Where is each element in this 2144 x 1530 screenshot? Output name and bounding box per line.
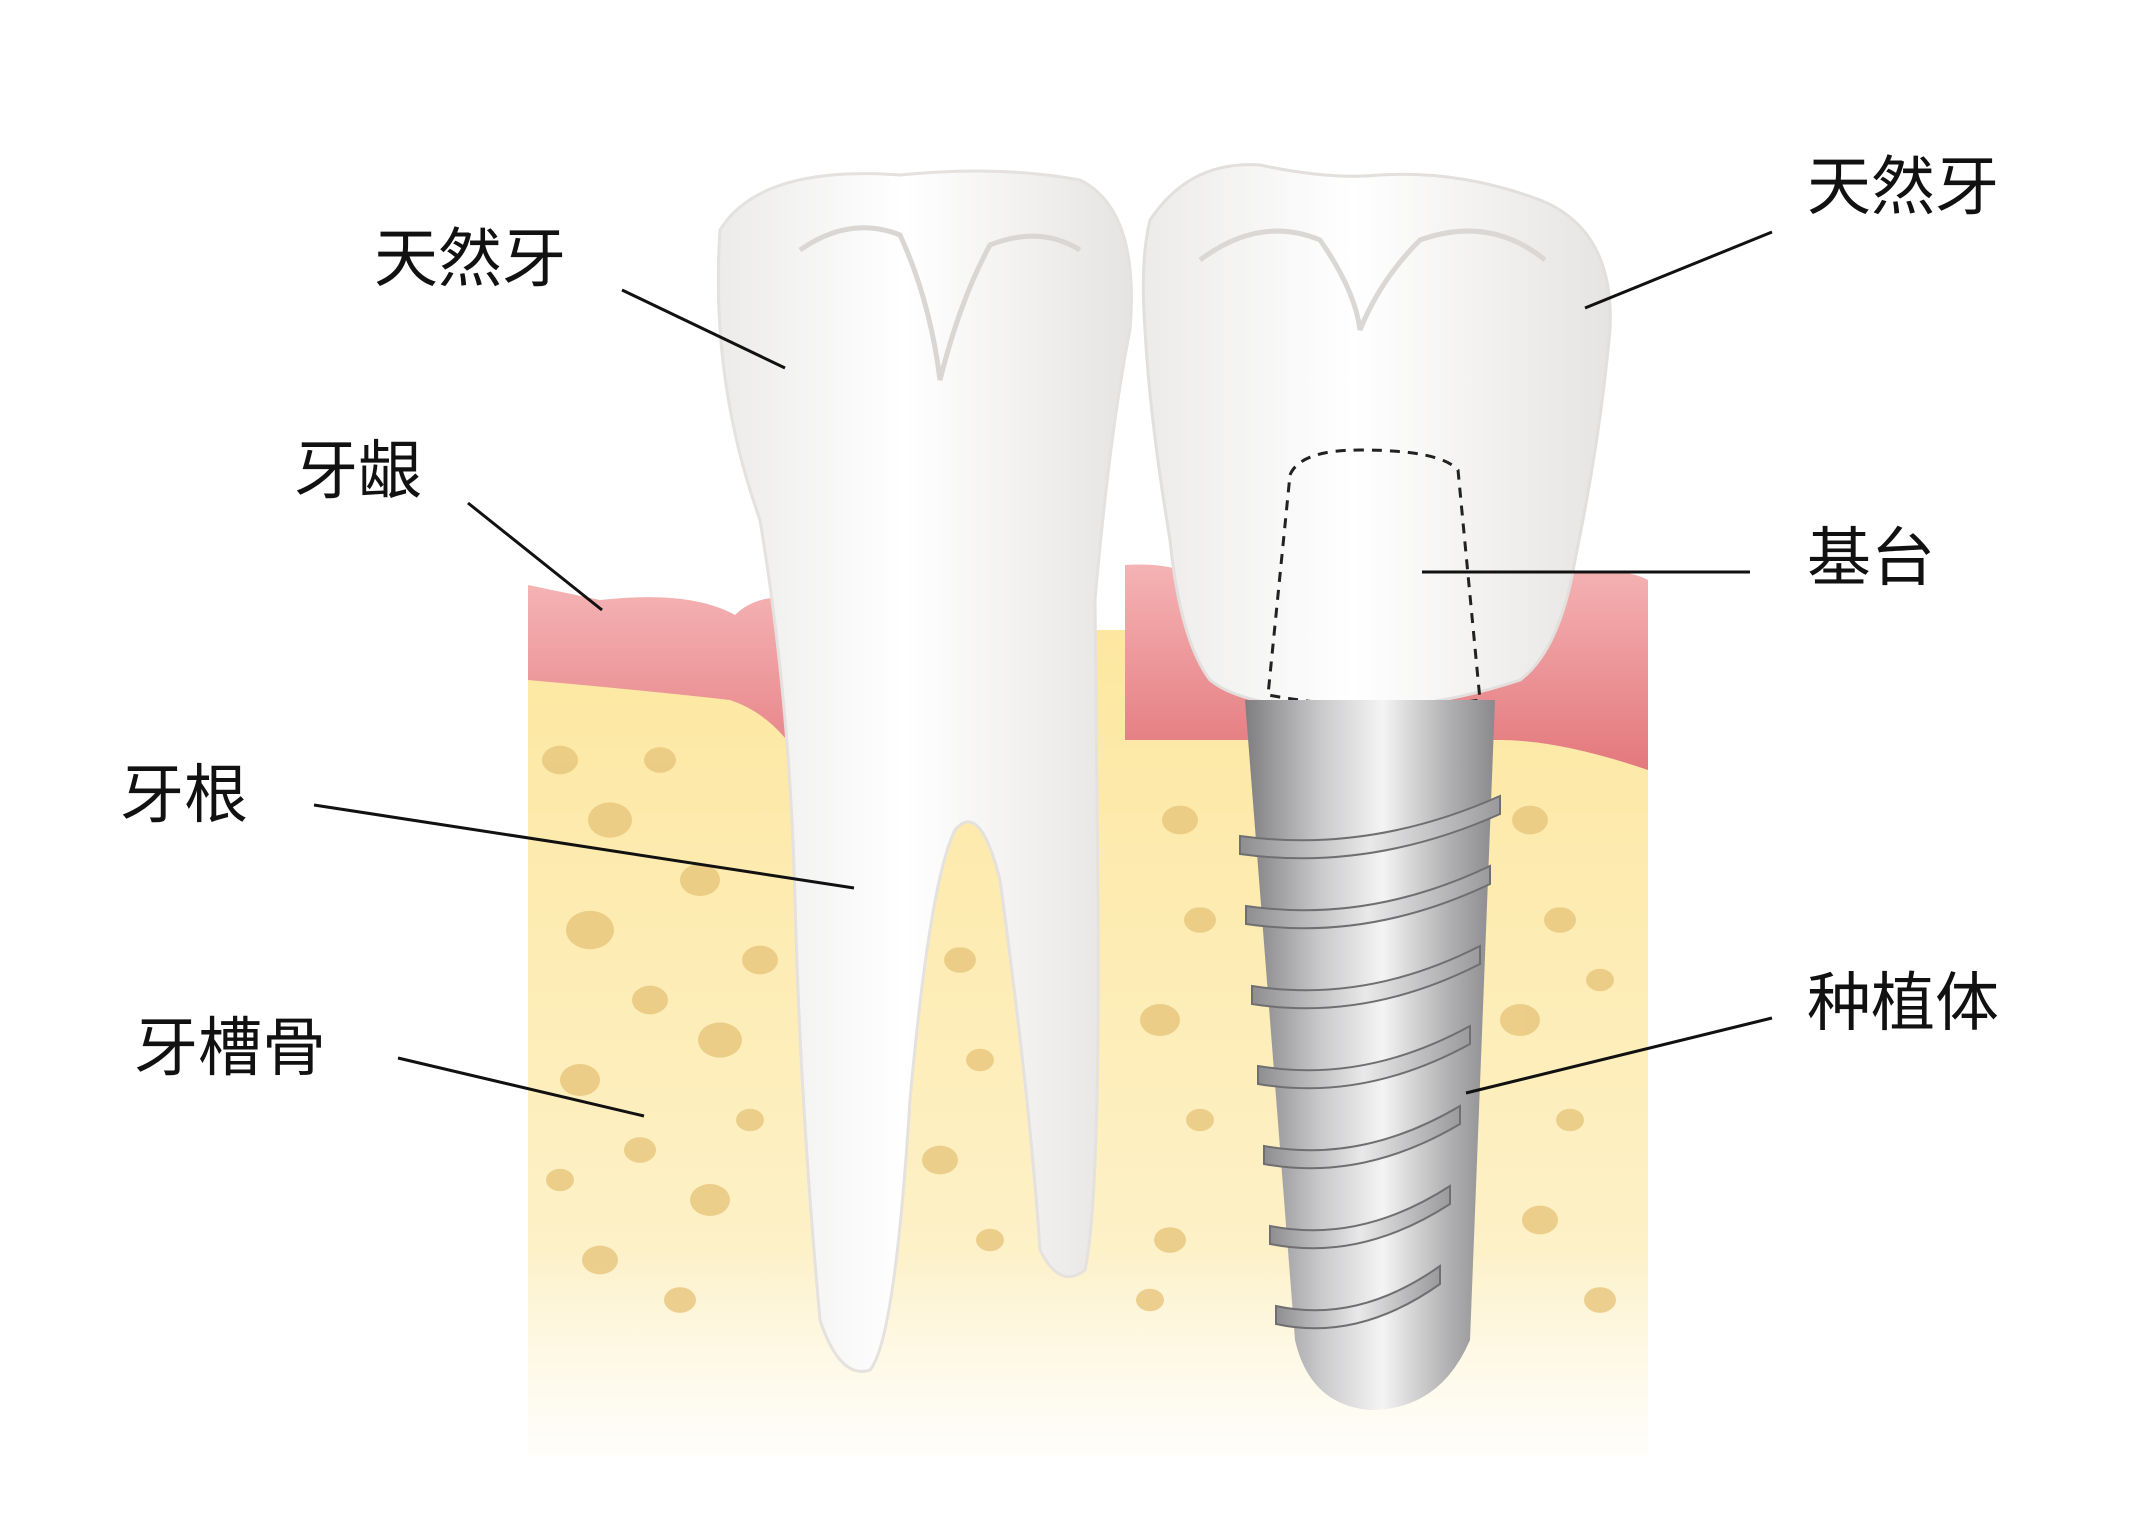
- bone-spot: [664, 1287, 696, 1313]
- bone-fade: [528, 1250, 1648, 1456]
- bone-spot: [1500, 1004, 1540, 1036]
- bone-spot: [624, 1137, 656, 1163]
- label-root: 牙根: [120, 759, 248, 833]
- bone-spot: [736, 1108, 764, 1132]
- label-implant: 种植体: [1807, 967, 1999, 1041]
- bone-spot: [588, 802, 632, 838]
- bone-spot: [742, 945, 778, 975]
- natural-tooth-right-crown: [1141, 163, 1612, 712]
- implant-thread: [1257, 1024, 1471, 1090]
- bone-spot: [582, 1245, 618, 1275]
- bone-spot: [698, 1022, 742, 1058]
- bone-spot: [944, 947, 976, 973]
- bone-spot: [566, 910, 614, 950]
- implant-thread: [1239, 794, 1501, 860]
- implant-threads: [1239, 794, 1501, 1330]
- tooth-right-fissure: [1198, 228, 1547, 340]
- leader-gum: [467, 501, 603, 612]
- implant-thread: [1269, 1184, 1451, 1250]
- bone-spot: [966, 1048, 994, 1072]
- leader-alveolar-bone: [397, 1056, 645, 1118]
- bone-spot: [632, 985, 668, 1015]
- bone-spots: [542, 745, 1616, 1313]
- gum-left: [528, 585, 820, 800]
- bone-spot: [1522, 1205, 1558, 1235]
- bone-spot: [1186, 1108, 1214, 1132]
- leader-natural-tooth-left: [621, 288, 786, 370]
- bone-spot: [1136, 1288, 1164, 1312]
- bone-spot: [1556, 1108, 1584, 1132]
- label-natural-tooth-right: 天然牙: [1807, 151, 1999, 225]
- bone-spot: [1584, 1287, 1616, 1313]
- natural-tooth-left: [716, 169, 1133, 1373]
- leader-implant: [1465, 1016, 1773, 1095]
- label-natural-tooth-left: 天然牙: [374, 223, 566, 297]
- label-abutment: 基台: [1807, 522, 1935, 596]
- bone-spot: [1184, 907, 1216, 933]
- bone-spot: [1544, 907, 1576, 933]
- leader-lines: [313, 230, 1773, 1118]
- implant-thread: [1251, 944, 1481, 1010]
- implant-thread: [1263, 1104, 1461, 1170]
- implant-thread: [1245, 864, 1491, 930]
- leader-natural-tooth-right: [1584, 230, 1773, 310]
- bone-spot: [922, 1145, 958, 1175]
- implant-thread: [1275, 1264, 1441, 1330]
- tooth-left-fissure: [798, 225, 1082, 381]
- bone-spot: [1154, 1227, 1186, 1253]
- label-gum: 牙龈: [294, 435, 422, 509]
- bone-spot: [546, 1168, 574, 1192]
- bone-spot: [1512, 805, 1548, 835]
- bone-spot: [560, 1064, 600, 1096]
- bone-spot: [542, 745, 578, 775]
- bone-spot: [1162, 805, 1198, 835]
- bone-spot: [1586, 968, 1614, 992]
- bone-spot: [644, 747, 676, 773]
- bone-spot: [976, 1228, 1004, 1252]
- label-alveolar-bone: 牙槽骨: [134, 1012, 326, 1086]
- bone-spot: [690, 1184, 730, 1216]
- leader-root: [313, 803, 855, 890]
- bone-spot: [680, 864, 720, 896]
- bone-spot: [1140, 1004, 1180, 1036]
